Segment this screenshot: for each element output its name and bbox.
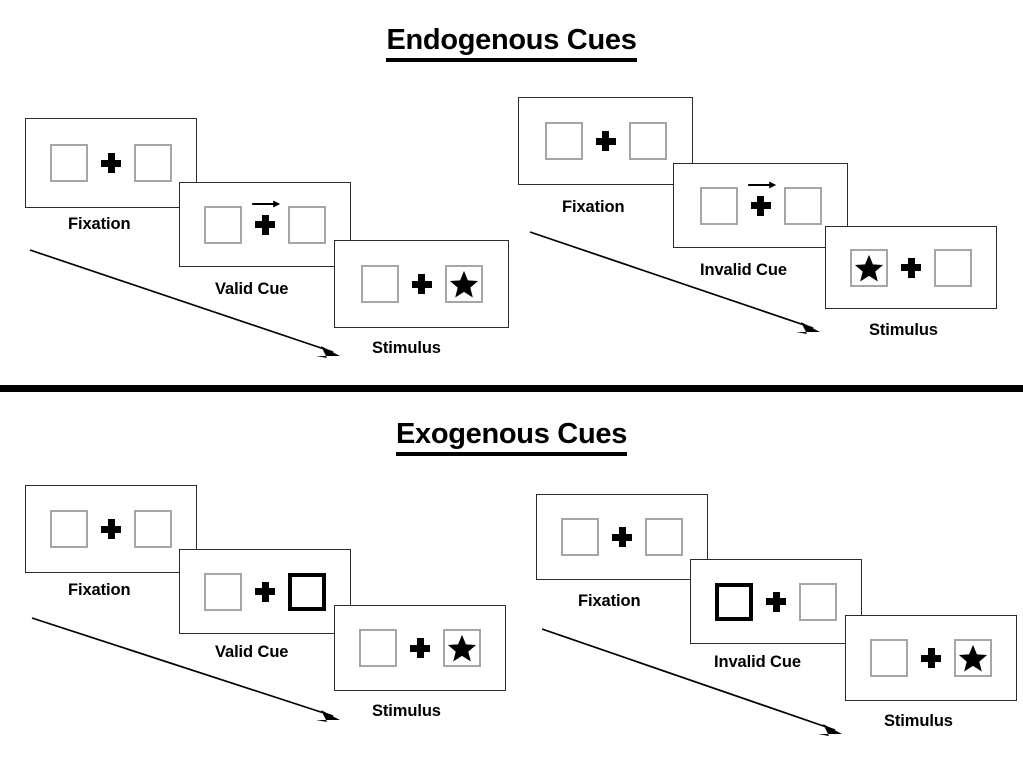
section-title-exogenous-text: Exogenous Cues <box>395 418 627 456</box>
right-placeholder-box-with-stimulus <box>443 629 481 667</box>
fixation-plus-icon <box>101 153 121 173</box>
left-placeholder-box-cued <box>715 582 753 621</box>
fixation-plus-icon <box>595 131 616 151</box>
panel-content <box>674 181 847 225</box>
caption-endogenous-valid-stimulus: Stimulus <box>372 339 441 357</box>
left-placeholder-box <box>50 144 88 182</box>
panel-exogenous-invalid-fixation <box>536 494 708 580</box>
panel-content <box>180 200 350 244</box>
right-placeholder-box-with-stimulus <box>444 265 483 303</box>
star-stimulus-icon <box>449 270 478 298</box>
caption-exogenous-valid-cue: Valid Cue <box>215 643 289 661</box>
fixation-center <box>753 591 799 612</box>
star-stimulus-icon <box>447 634 477 662</box>
section-title-exogenous: Exogenous Cues <box>0 418 1023 456</box>
panel-endogenous-valid-fixation <box>25 118 197 208</box>
caption-exogenous-valid-stimulus: Stimulus <box>372 702 441 720</box>
fixation-center <box>888 257 934 278</box>
caption-exogenous-valid-fixation: Fixation <box>68 581 131 599</box>
right-placeholder-box <box>288 205 326 244</box>
right-placeholder-box <box>934 248 972 287</box>
panel-content <box>691 582 861 621</box>
fixation-center <box>399 274 445 294</box>
left-placeholder-box <box>204 572 242 611</box>
fixation-center <box>583 131 629 151</box>
fixation-center <box>242 581 288 602</box>
left-placeholder-box <box>699 186 738 225</box>
section-title-endogenous: Endogenous Cues <box>0 24 1023 62</box>
left-placeholder-box <box>870 639 908 677</box>
fixation-center <box>397 638 443 658</box>
right-placeholder-box <box>645 518 683 556</box>
panel-exogenous-valid-fixation <box>25 485 197 573</box>
panel-exogenous-valid-stimulus <box>334 605 506 691</box>
fixation-center <box>242 200 288 235</box>
arrow-right-cue-icon <box>747 181 776 188</box>
panel-content <box>26 144 196 182</box>
fixation-plus-icon <box>255 581 275 602</box>
section-divider <box>0 385 1023 392</box>
caption-endogenous-invalid-stimulus: Stimulus <box>869 321 938 339</box>
left-placeholder-box <box>360 265 399 303</box>
fixation-plus-icon <box>411 274 432 294</box>
fixation-plus-icon <box>612 527 632 547</box>
panel-exogenous-invalid-cue <box>690 559 862 644</box>
panel-content <box>26 510 196 548</box>
panel-endogenous-invalid-fixation <box>518 97 693 185</box>
left-placeholder-box <box>544 122 583 160</box>
panel-endogenous-valid-cue <box>179 182 351 267</box>
right-placeholder-box-with-stimulus <box>954 639 992 677</box>
panel-content <box>537 518 707 556</box>
right-placeholder-box <box>628 122 667 160</box>
fixation-center <box>908 648 954 668</box>
panel-content <box>826 248 996 287</box>
fixation-center <box>88 153 134 173</box>
left-placeholder-box <box>204 205 242 244</box>
fixation-center <box>738 181 784 216</box>
fixation-plus-icon <box>766 591 786 612</box>
caption-exogenous-invalid-cue: Invalid Cue <box>714 653 801 671</box>
fixation-plus-icon <box>410 638 430 658</box>
panel-content <box>519 122 692 160</box>
left-placeholder-box <box>359 629 397 667</box>
fixation-plus-icon <box>101 519 121 539</box>
right-placeholder-box-cued <box>288 572 326 611</box>
panel-exogenous-valid-cue <box>179 549 351 634</box>
caption-endogenous-valid-cue: Valid Cue <box>215 280 289 298</box>
right-placeholder-box <box>799 582 837 621</box>
arrow-right-cue-icon <box>252 200 281 207</box>
fixation-plus-icon <box>901 257 921 278</box>
caption-endogenous-valid-fixation: Fixation <box>68 215 131 233</box>
panel-content <box>180 572 350 611</box>
panel-content <box>335 265 508 303</box>
panel-endogenous-invalid-cue <box>673 163 848 248</box>
panel-content <box>335 629 505 667</box>
panel-exogenous-invalid-stimulus <box>845 615 1017 701</box>
star-stimulus-icon <box>854 254 884 281</box>
left-placeholder-box <box>50 510 88 548</box>
fixation-center <box>599 527 645 547</box>
fixation-plus-icon <box>921 648 941 668</box>
caption-endogenous-invalid-fixation: Fixation <box>562 198 625 216</box>
fixation-plus-icon <box>255 214 275 235</box>
right-placeholder-box <box>783 186 822 225</box>
right-placeholder-box <box>134 144 172 182</box>
panel-endogenous-valid-stimulus <box>334 240 509 328</box>
panel-endogenous-invalid-stimulus <box>825 226 997 309</box>
caption-exogenous-invalid-stimulus: Stimulus <box>884 712 953 730</box>
fixation-center <box>88 519 134 539</box>
fixation-plus-icon <box>750 195 771 216</box>
left-placeholder-box <box>561 518 599 556</box>
caption-exogenous-invalid-fixation: Fixation <box>578 592 641 610</box>
section-title-endogenous-text: Endogenous Cues <box>386 24 637 62</box>
star-stimulus-icon <box>958 644 988 672</box>
panel-content <box>846 639 1016 677</box>
right-placeholder-box <box>134 510 172 548</box>
caption-endogenous-invalid-cue: Invalid Cue <box>700 261 787 279</box>
left-placeholder-box-with-stimulus <box>850 248 888 287</box>
